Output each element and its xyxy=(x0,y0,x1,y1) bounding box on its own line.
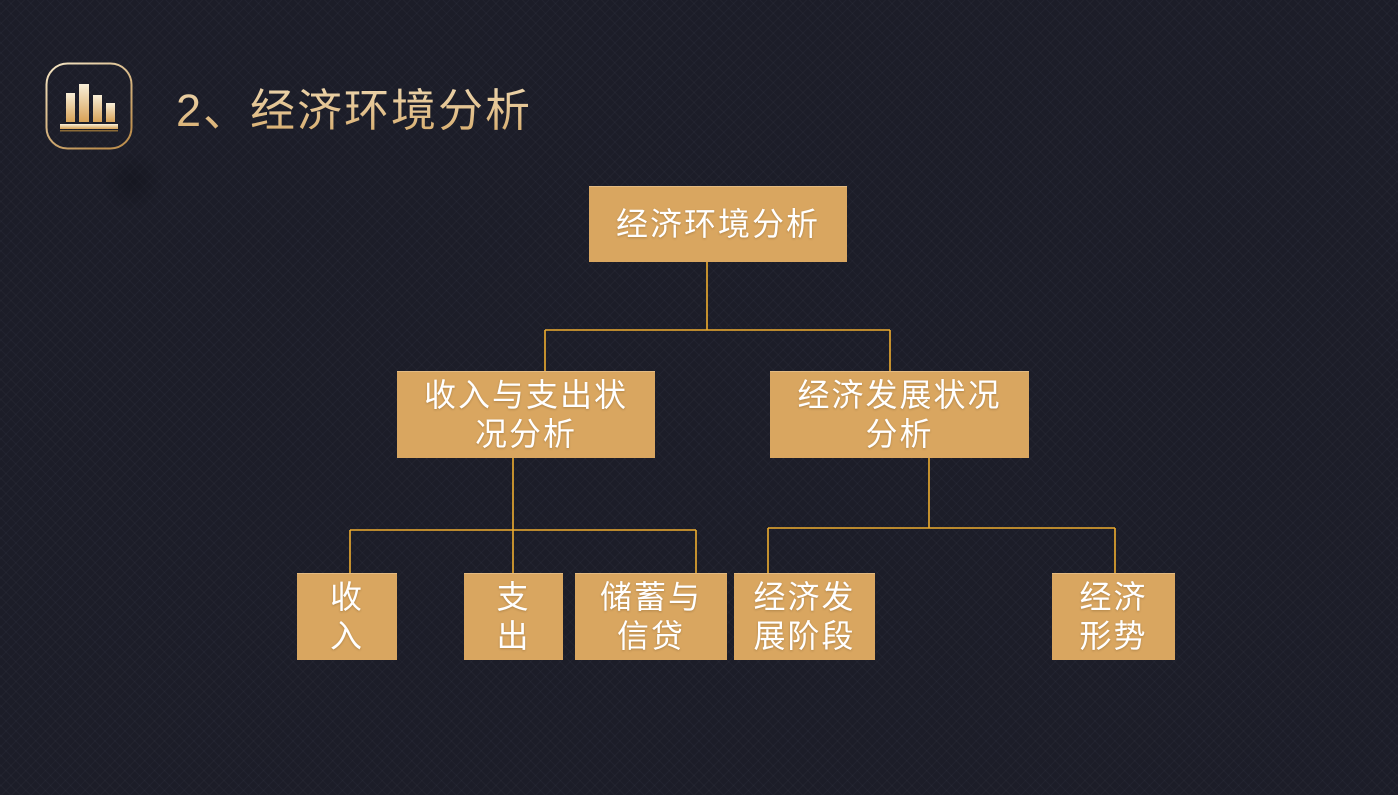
org-node-development-stage: 经济发 展阶段 xyxy=(734,573,875,660)
watermark-smudge xyxy=(100,152,164,212)
org-node-economic-situation: 经济 形势 xyxy=(1052,573,1175,660)
org-node-income: 收 入 xyxy=(297,573,397,660)
org-node-expense: 支 出 xyxy=(464,573,563,660)
org-node-root: 经济环境分析 xyxy=(589,186,847,262)
org-node-economic-development-analysis: 经济发展状况 分析 xyxy=(770,371,1029,458)
connector-level1 xyxy=(544,262,891,371)
org-node-savings-credit: 储蓄与 信贷 xyxy=(575,573,727,660)
connector-level2-left xyxy=(349,458,697,573)
page-title: 2、经济环境分析 xyxy=(176,74,532,139)
bar-chart-icon xyxy=(45,62,133,150)
connector-level2-right xyxy=(767,458,1116,573)
org-node-income-expense-analysis: 收入与支出状 况分析 xyxy=(397,371,655,458)
